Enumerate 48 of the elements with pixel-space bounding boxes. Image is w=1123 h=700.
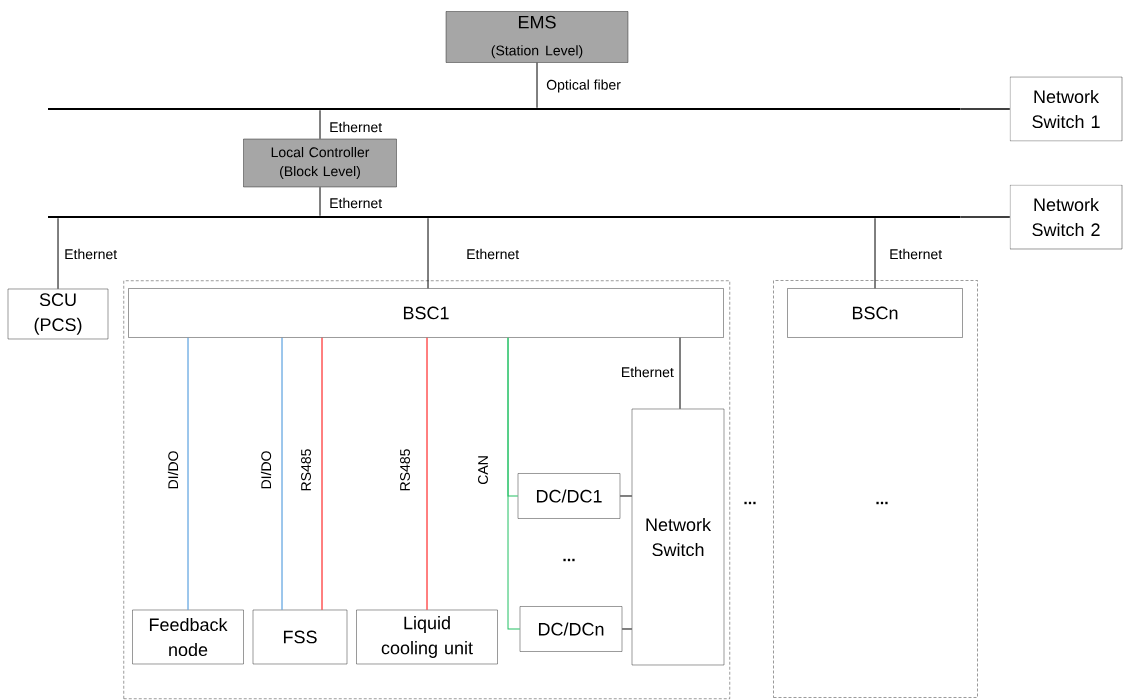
edge-label: Optical fiber — [545, 78, 622, 94]
switch-box: Network Switch — [631, 408, 725, 666]
connector-line — [959, 216, 1011, 218]
device-box: Feedback node — [132, 609, 244, 665]
connector-line — [874, 217, 876, 289]
bus-line — [48, 216, 960, 218]
edge-label: CAN — [477, 454, 489, 486]
edge-label: Ethernet — [63, 247, 119, 261]
connector-line — [427, 217, 429, 289]
device-box: SCU (PCS) — [7, 288, 109, 340]
bus-line — [48, 108, 960, 110]
connector-line — [426, 337, 428, 611]
edge-label: Ethernet — [619, 365, 675, 379]
edge-label: DI/DO — [259, 449, 273, 491]
device-box: FSS — [252, 609, 348, 665]
connector-line — [281, 337, 283, 611]
ellipsis-label: ... — [563, 558, 575, 562]
connector-line — [319, 109, 321, 140]
ellipsis-label: ... — [744, 501, 756, 505]
edge-label: Ethernet — [465, 247, 521, 261]
edge-label: RS485 — [399, 447, 411, 493]
device-box: Liquid cooling unit — [356, 609, 498, 665]
switch-box: Network Switch 1 — [1009, 76, 1123, 142]
connector-line — [959, 108, 1011, 110]
dashed-group-box — [123, 280, 730, 699]
connector-line — [507, 337, 521, 630]
connector-line — [536, 62, 538, 109]
edge-label: Ethernet — [328, 196, 384, 210]
ellipsis-label: ... — [876, 501, 888, 505]
connector-line — [621, 628, 633, 630]
controller-box: BSCn — [787, 288, 963, 338]
dashed-group-box — [773, 280, 978, 698]
connector-line — [619, 495, 633, 497]
device-box: DC/DC1 — [517, 473, 621, 519]
connector-line — [187, 337, 189, 611]
controller-box: BSC1 — [128, 288, 724, 338]
connector-line — [319, 186, 321, 217]
controller-box: EMS (Station Level) — [445, 11, 629, 63]
connector-line — [57, 217, 59, 290]
connector-line — [679, 337, 681, 410]
device-box: DC/DCn — [519, 606, 623, 652]
controller-box: Local Controller (Block Level) — [243, 138, 397, 188]
connector-line — [321, 337, 323, 611]
edge-label: DI/DO — [166, 449, 180, 491]
switch-box: Network Switch 2 — [1009, 184, 1123, 250]
edge-label: Ethernet — [888, 247, 944, 261]
edge-label: RS485 — [300, 447, 312, 493]
edge-label: Ethernet — [328, 120, 384, 134]
